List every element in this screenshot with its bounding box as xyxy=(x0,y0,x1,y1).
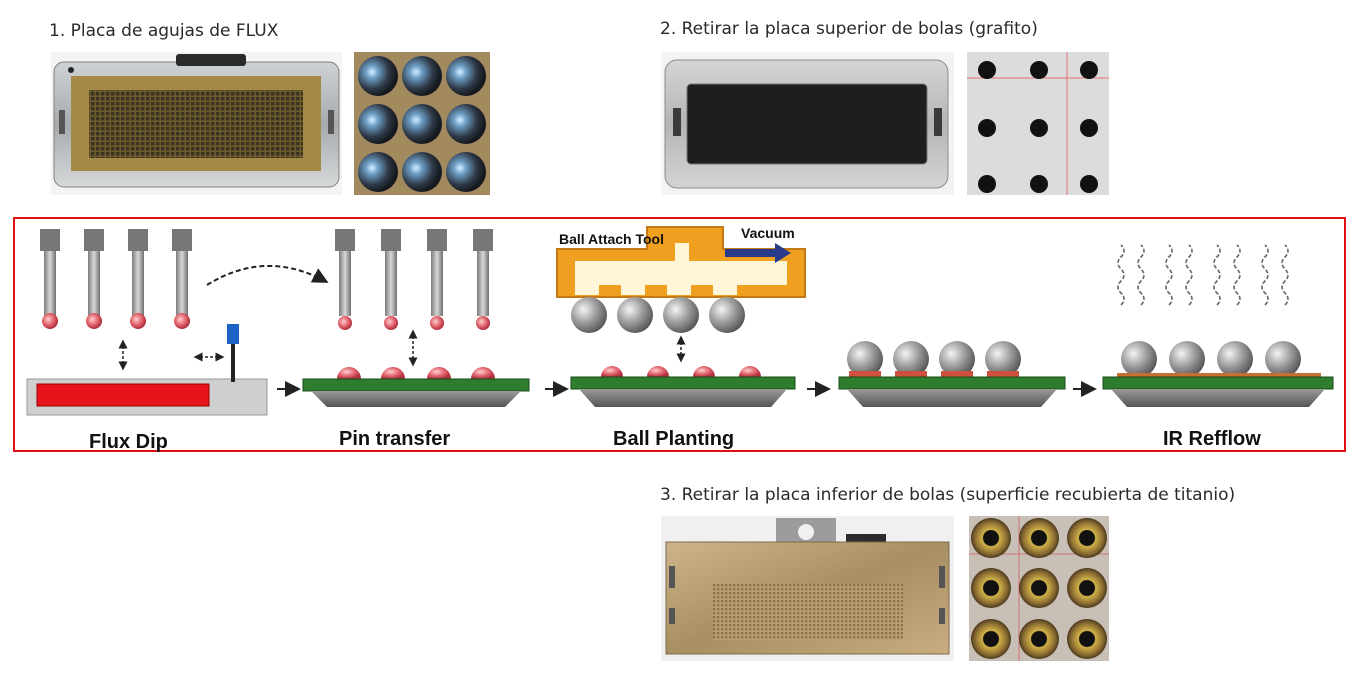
needle-closeup-photo xyxy=(354,52,490,195)
ir-reflow-stage xyxy=(1102,244,1334,407)
stage-label-pin-transfer: Pin transfer xyxy=(339,428,451,450)
graphite-holes-closeup-photo xyxy=(967,52,1109,195)
graphite-ball-plate-photo xyxy=(661,52,954,195)
vacuum-arrow-icon xyxy=(725,243,791,263)
titanium-ball-plate-photo xyxy=(661,516,954,661)
caption-flux-needle-plate: 1. Placa de agujas de FLUX xyxy=(49,21,279,41)
pin-transfer-stage xyxy=(302,229,530,407)
caption-top-ball-plate: 2. Retirar la placa superior de bolas (g… xyxy=(660,19,1038,39)
stage-label-ball-planting: Ball Planting xyxy=(613,428,735,450)
flux-dip-stage xyxy=(26,229,329,416)
vacuum-label: Vacuum xyxy=(741,225,795,241)
heat-wave-icon xyxy=(1117,244,1289,306)
ball-planting-stage xyxy=(556,226,806,407)
ball-attach-process-diagram: Ball Attach Tool Vacuum Flux Dip Pin tra… xyxy=(13,217,1346,453)
caption-bottom-ball-plate: 3. Retirar la placa inferior de bolas (s… xyxy=(660,485,1236,505)
flux-needle-plate-photo xyxy=(51,52,342,195)
dashed-curve-arrow-icon xyxy=(206,265,329,286)
titanium-holes-closeup-photo xyxy=(969,516,1109,661)
stage-label-ir-reflow: IR Refflow xyxy=(1163,428,1261,450)
ball-attach-tool-label: Ball Attach Tool xyxy=(559,231,664,247)
ball-placed-stage xyxy=(838,341,1066,407)
stage-label-flux-dip: Flux Dip xyxy=(89,431,168,453)
